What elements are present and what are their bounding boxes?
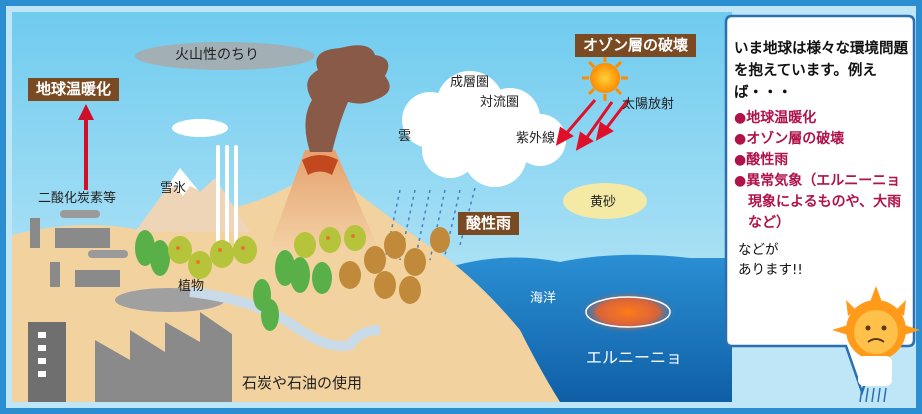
bubble-intro: いま地球は様々な環境問題を抱えています。例えば・・・ bbox=[734, 41, 908, 101]
troposphere-label: 対流圏 bbox=[480, 95, 520, 110]
cumulus-cloud bbox=[402, 71, 566, 187]
yellow-sand-label: 黄砂 bbox=[590, 195, 617, 210]
volcanic-dust-label: 火山性のちり bbox=[175, 47, 259, 63]
el-nino-spot bbox=[578, 290, 678, 334]
acid-rain-tag: 酸性雨 bbox=[458, 212, 520, 235]
sun-icon bbox=[582, 55, 628, 101]
solar-radiation-label: 太陽放射 bbox=[622, 97, 675, 112]
river bbox=[189, 287, 381, 351]
global-warming-tag: 地球温暖化 bbox=[28, 78, 120, 101]
problem-item: ●地球温暖化 bbox=[734, 110, 817, 126]
factory-mid bbox=[50, 250, 128, 287]
volcano-lava bbox=[302, 155, 338, 175]
problem-list: ●地球温暖化 ●オゾン層の破壊 ●酸性雨 ●異常気象（エルニーニョ現象によるもの… bbox=[734, 108, 912, 234]
yellow-sand-cloud bbox=[563, 183, 647, 219]
volcanic-plume bbox=[305, 45, 390, 152]
tree-group bbox=[135, 225, 450, 331]
cloud-label: 雲 bbox=[398, 129, 412, 144]
el-nino-label: エルニーニョ bbox=[586, 348, 683, 367]
snowfall bbox=[216, 145, 238, 245]
speech-bubble bbox=[724, 14, 916, 396]
small-cloud bbox=[172, 119, 228, 137]
uv-arrows bbox=[555, 99, 630, 151]
coal-oil-label: 石炭や石油の使用 bbox=[242, 374, 363, 392]
bubble-outro: などが あります!! bbox=[738, 242, 803, 278]
mountain bbox=[135, 170, 250, 232]
stratosphere-label: 成層圏 bbox=[450, 75, 490, 90]
warming-arrow bbox=[78, 104, 94, 190]
snow-ice-label: 雪氷 bbox=[160, 181, 187, 196]
volcanic-dust-cloud bbox=[135, 42, 315, 70]
ocean-label: 海洋 bbox=[530, 291, 557, 306]
co2-label: 二酸化炭素等 bbox=[38, 191, 117, 206]
problem-item: ●異常気象（エルニーニョ現象によるものや、大雨など） bbox=[734, 173, 902, 231]
problem-item: ●酸性雨 bbox=[734, 152, 789, 168]
problem-item: ●オゾン層の破壊 bbox=[734, 131, 845, 147]
el-nino-ring bbox=[585, 296, 671, 328]
sun-mascot-icon bbox=[832, 286, 920, 403]
factory-top bbox=[30, 210, 110, 248]
plants-label: 植物 bbox=[178, 279, 205, 294]
mountain-snowcap bbox=[165, 168, 198, 196]
bubble-content: いま地球は様々な環境問題を抱えています。例えば・・・ ●地球温暖化 ●オゾン層の… bbox=[734, 38, 912, 280]
uv-label: 紫外線 bbox=[516, 131, 556, 146]
ozone-depletion-tag: オゾン層の破壊 bbox=[575, 34, 697, 57]
